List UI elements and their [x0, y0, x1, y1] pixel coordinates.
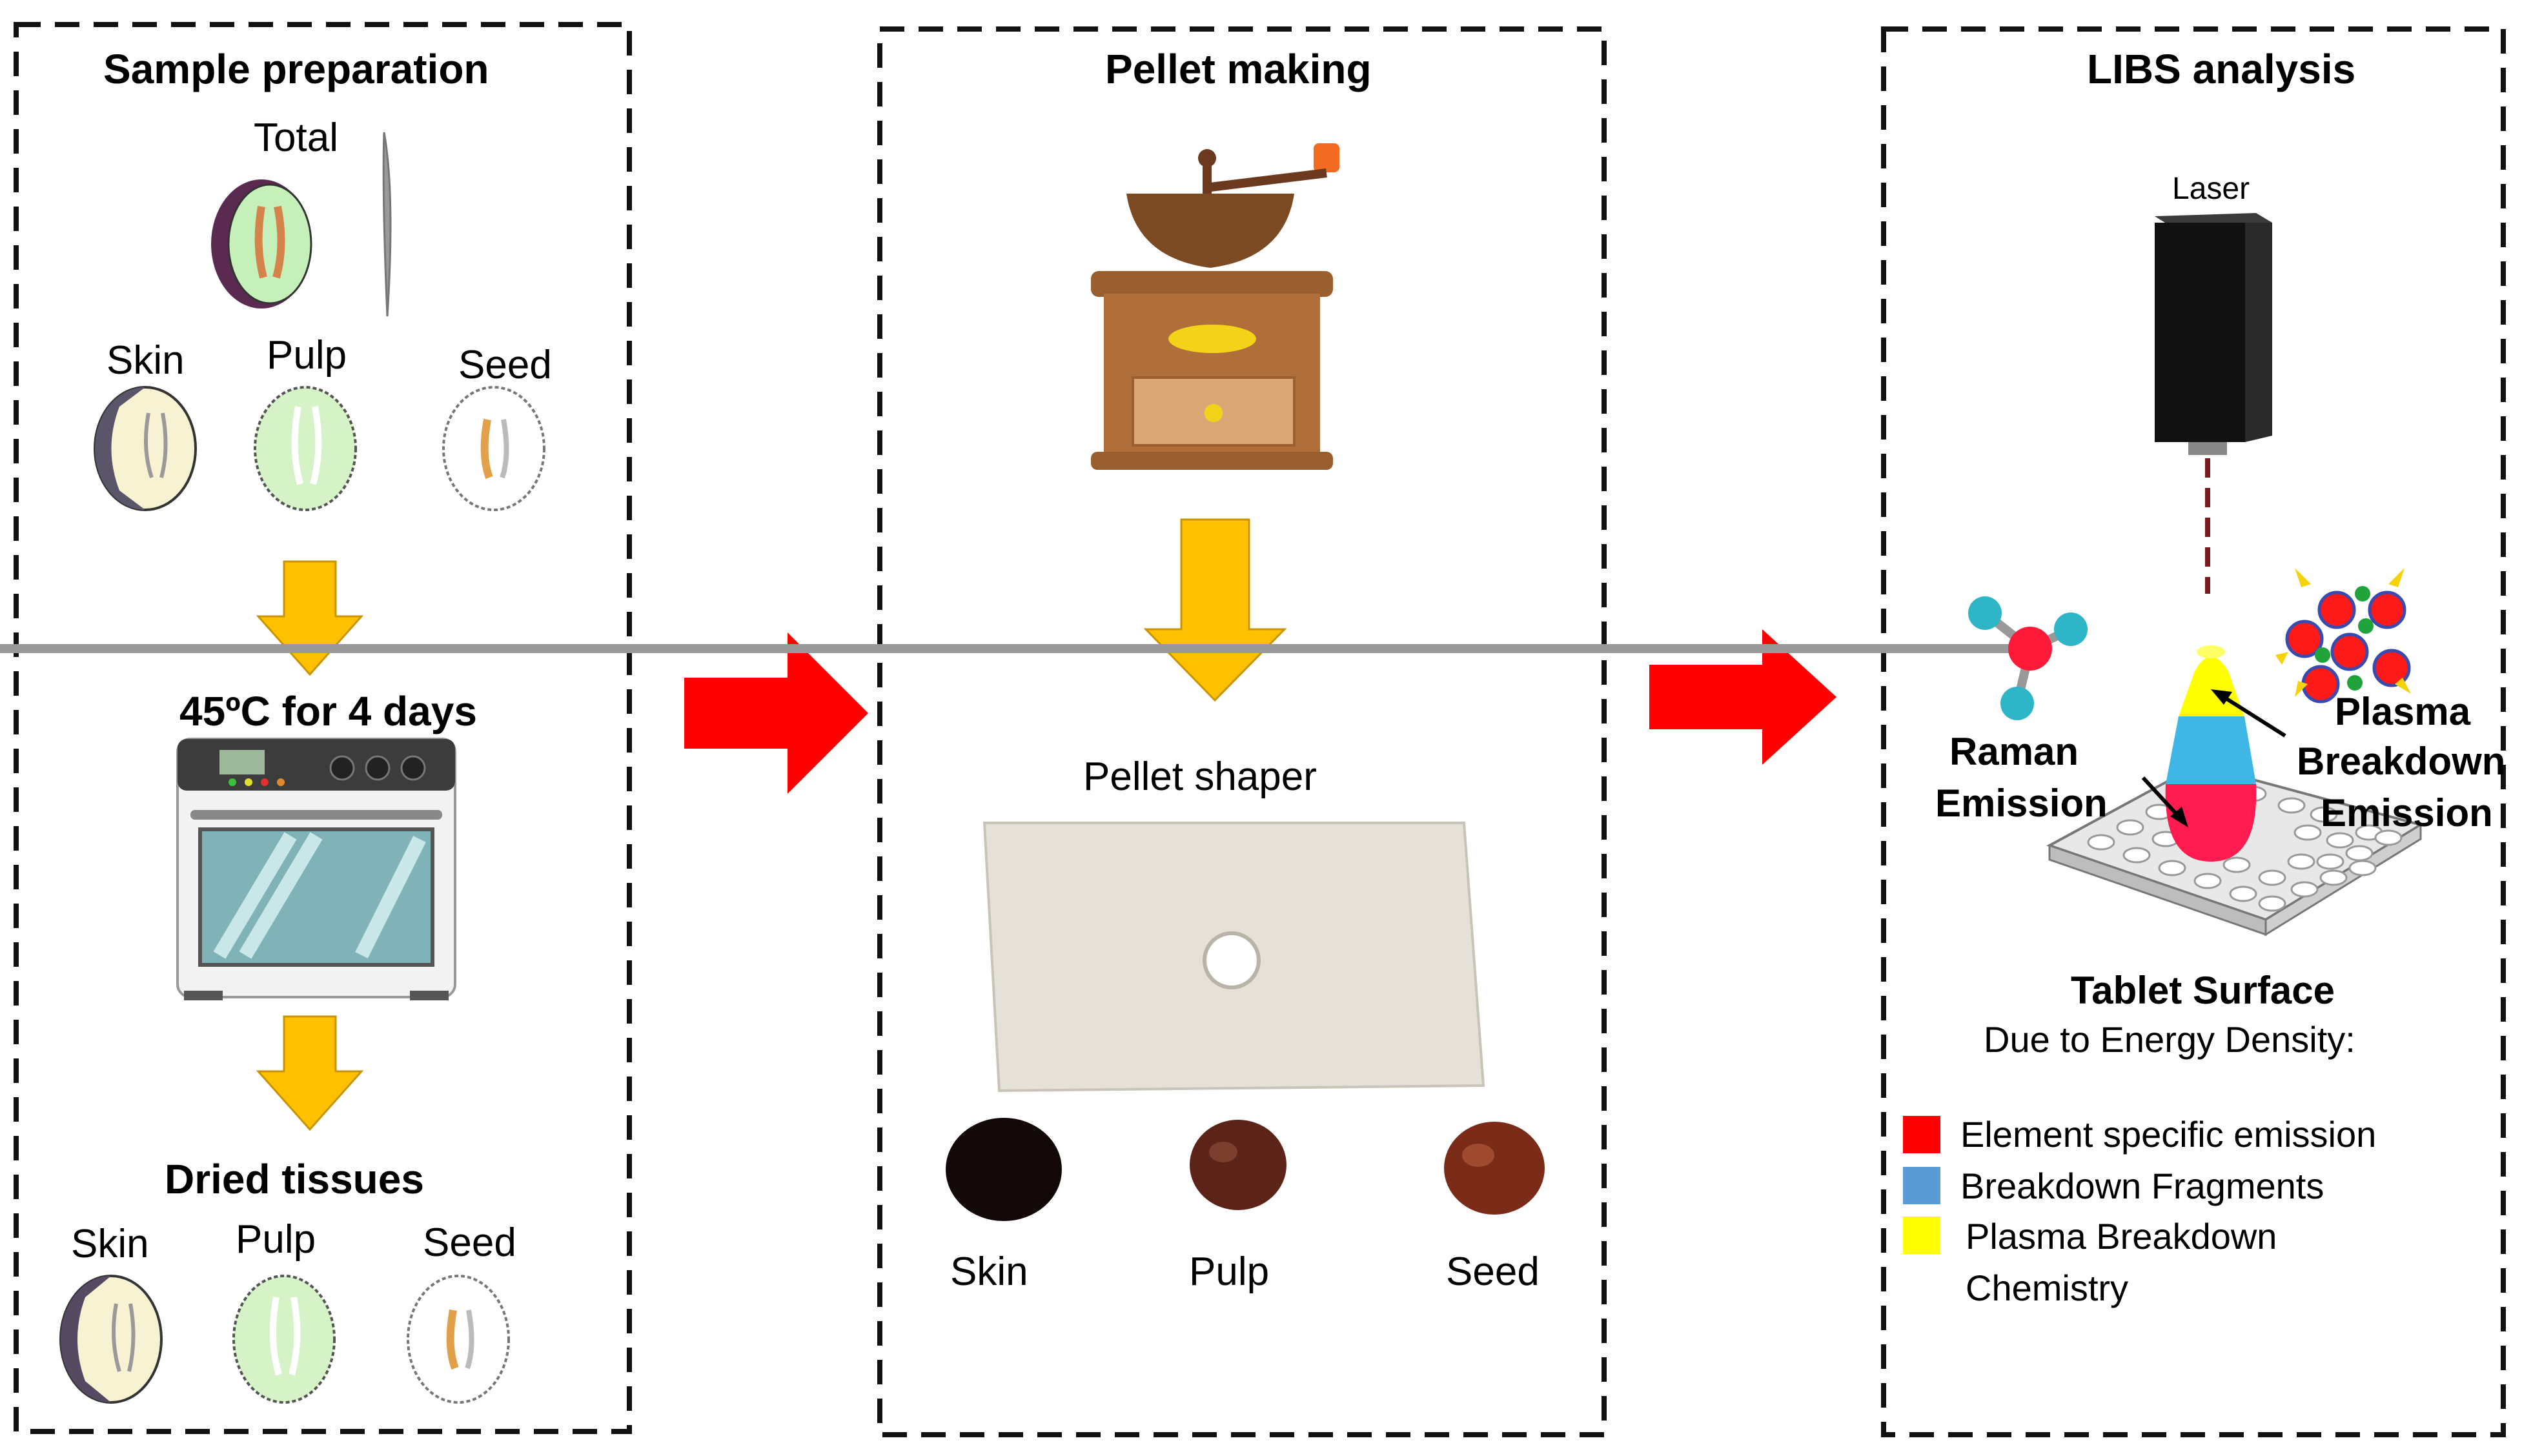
legend-label-fragments: Breakdown Fragments — [1960, 1166, 2324, 1206]
oven-icon — [176, 738, 456, 1000]
pulp-pellet-label: Pulp — [1189, 1249, 1270, 1294]
plasma-label-line-3: Emission — [2321, 791, 2493, 834]
seed-section-icon — [442, 386, 545, 511]
pellet-making-title: Pellet making — [1105, 46, 1372, 92]
tablet-surface-label: Tablet Surface — [2071, 969, 2335, 1012]
plasma-cone-icon — [2165, 645, 2257, 862]
legend-label-plasma-line-2: Chemistry — [1966, 1268, 2129, 1308]
panel-sample-preparation — [14, 22, 632, 1434]
red-arrow-1-icon — [684, 632, 868, 794]
dried-tissues-label: Dried tissues — [165, 1156, 424, 1202]
laser-label: Laser — [2172, 172, 2250, 206]
drying-label: 45ºC for 4 days — [179, 688, 477, 734]
dried-pulp-section-icon — [232, 1275, 336, 1404]
dried-pulp-label: Pulp — [236, 1217, 316, 1262]
legend-swatch-element — [1903, 1116, 1940, 1153]
coffee-grinder-icon — [1091, 143, 1339, 470]
pellet-shaper-plate-icon — [982, 822, 1485, 1093]
pellet-shaper-label: Pellet shaper — [1083, 754, 1317, 799]
pulp-label: Pulp — [267, 333, 347, 378]
seed-pellet-label: Seed — [1446, 1249, 1540, 1294]
legend-label-element: Element specific emission — [1960, 1114, 2377, 1155]
raman-label-line-2: Emission — [1935, 782, 2108, 825]
red-arrow-2-icon — [1649, 629, 1836, 765]
stem-sliver-icon — [382, 132, 392, 317]
dried-seed-section-icon — [407, 1275, 510, 1404]
pulp-section-icon — [254, 386, 357, 511]
laser-icon — [2155, 213, 2272, 455]
skin-section-icon — [94, 386, 197, 511]
skin-label: Skin — [107, 338, 185, 383]
raman-pointer-head — [2170, 807, 2188, 827]
dried-skin-label: Skin — [71, 1222, 149, 1266]
legend-swatch-plasma — [1903, 1217, 1940, 1254]
pulp-pellet-icon — [1190, 1120, 1286, 1210]
panel-pellet-making — [877, 26, 1607, 1437]
seed-pellet-icon — [1444, 1122, 1545, 1215]
plasma-label-line-2: Breakdown — [2297, 740, 2506, 783]
dried-seed-label: Seed — [423, 1220, 516, 1265]
skin-pellet-label: Skin — [950, 1249, 1028, 1294]
molecule-icon — [0, 596, 2088, 720]
libs-analysis-title: LIBS analysis — [2087, 46, 2356, 92]
legend-swatch-fragments — [1903, 1167, 1940, 1204]
raman-label-line-1: Raman — [1949, 730, 2079, 773]
yellow-arrow-down-1-icon — [256, 560, 364, 676]
total-label: Total — [254, 116, 338, 160]
yellow-arrow-down-2-icon — [256, 1015, 364, 1131]
dried-skin-section-icon — [59, 1275, 163, 1404]
raman-pointer — [2141, 776, 2181, 818]
panel-libs-analysis — [1881, 26, 2506, 1437]
plasma-pointer-head — [2211, 689, 2232, 705]
skin-pellet-icon — [946, 1118, 1062, 1221]
whole-fruit-section-icon — [211, 179, 312, 308]
plasma-label-line-1: Plasma — [2335, 690, 2471, 733]
yellow-arrow-down-3-icon — [1143, 518, 1287, 702]
energy-density-label: Due to Energy Density: — [1984, 1019, 2355, 1060]
seed-label: Seed — [458, 343, 552, 387]
sample-preparation-title: Sample preparation — [103, 46, 489, 92]
plasma-pointer — [2222, 695, 2286, 738]
plasma-particles-icon — [2275, 568, 2411, 703]
legend-label-plasma-line-1: Plasma Breakdown — [1966, 1216, 2277, 1257]
